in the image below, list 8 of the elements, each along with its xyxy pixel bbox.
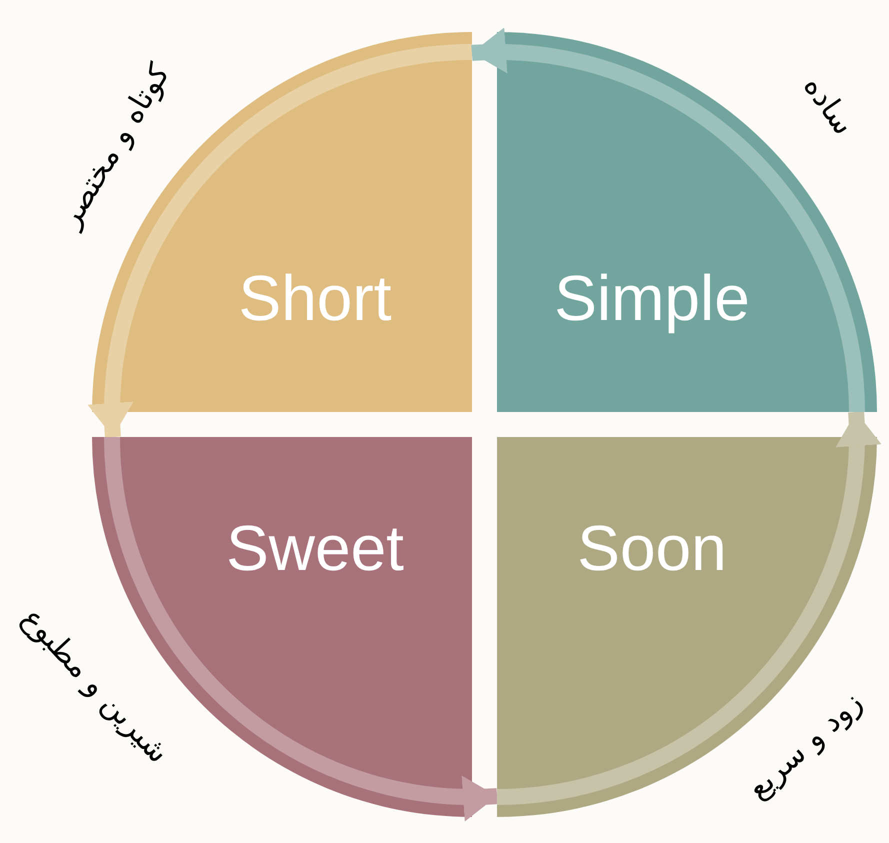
node-label: کوتاه و مختصر <box>52 57 178 233</box>
sector-label: Soon <box>577 511 727 585</box>
node-label: شیرین و مطبوع <box>14 600 176 770</box>
node-label: زود و سریع <box>740 684 870 806</box>
sector-label: Short <box>238 261 392 335</box>
sector-label: Simple <box>554 261 750 335</box>
sector-label: Sweet <box>226 511 404 585</box>
node-label: ساده <box>796 69 861 141</box>
